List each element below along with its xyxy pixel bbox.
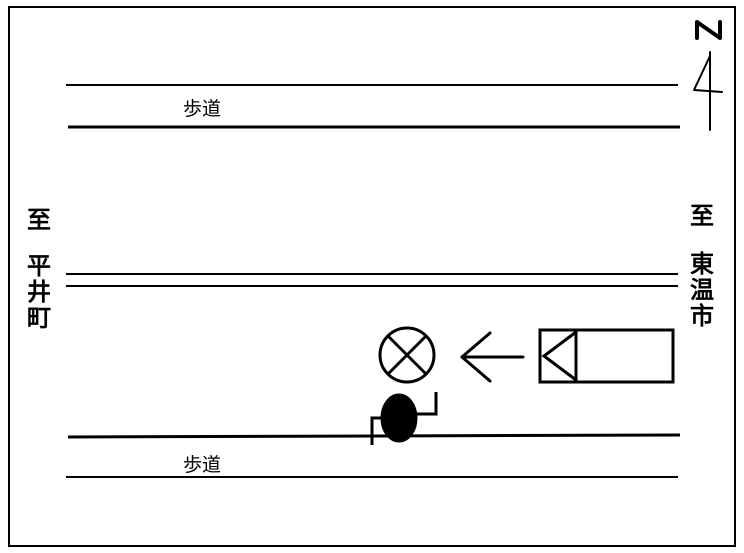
collision-point-icon [378, 326, 436, 384]
direction-arrow-icon [460, 331, 525, 383]
lower-sidewalk-curb-line [67, 433, 681, 439]
north-letter-n [695, 20, 722, 40]
east-destination-prefix: 至 [690, 202, 714, 230]
upper-sidewalk-label: 歩道 [183, 98, 222, 120]
east-destination-label: 至 東 温 市 [688, 203, 716, 329]
north-arrow-head [693, 55, 723, 93]
east-destination-char: 温 [690, 276, 714, 304]
east-destination-char: 市 [690, 302, 714, 330]
diagram-frame [8, 6, 736, 547]
vehicle-icon [538, 328, 675, 384]
north-arrow [693, 20, 723, 131]
pedestrian-icon [370, 392, 438, 445]
west-destination-char: 井 [27, 278, 51, 306]
lower-sidewalk-label: 歩道 [183, 454, 222, 476]
west-destination-label: 至 平 井 町 [25, 207, 53, 331]
west-destination-prefix: 至 [27, 206, 51, 234]
west-destination-char: 平 [27, 252, 51, 280]
east-destination-char: 東 [690, 250, 714, 278]
west-destination-char: 町 [27, 304, 51, 332]
